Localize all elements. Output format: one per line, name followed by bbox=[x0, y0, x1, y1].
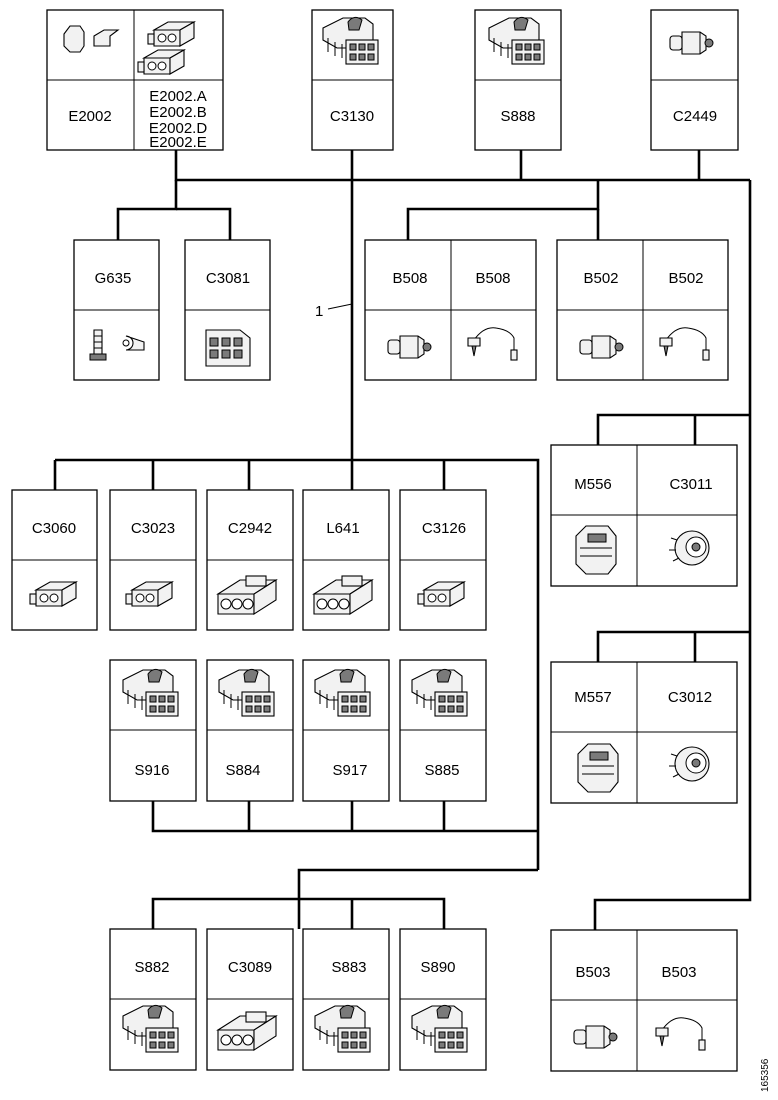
component-m557-c3012: M557 C3012 bbox=[550, 661, 738, 804]
component-label: C3060 bbox=[32, 520, 76, 537]
wire-callout: 1 bbox=[315, 303, 353, 320]
multi-pin-connector-icon bbox=[205, 329, 251, 367]
component-label: L641 bbox=[326, 520, 359, 537]
component-label: B502 bbox=[583, 270, 618, 287]
component-label: B503 bbox=[575, 964, 610, 981]
component-b503: B503 B503 bbox=[550, 929, 738, 1072]
component-g635: G635 bbox=[73, 239, 160, 381]
component-c3060: C3060 bbox=[11, 489, 98, 631]
component-label: S883 bbox=[331, 959, 366, 976]
component-c2942: C2942 bbox=[206, 489, 294, 631]
component-s888: S888 bbox=[474, 9, 562, 151]
wire-callout-label: 1 bbox=[315, 303, 323, 320]
component-label: G635 bbox=[95, 270, 132, 287]
component-c3089: C3089 bbox=[206, 928, 294, 1071]
component-c3081: C3081 bbox=[184, 239, 271, 381]
component-s917: S917 bbox=[302, 659, 390, 802]
component-s884: S884 bbox=[206, 659, 294, 802]
component-s883: S883 bbox=[302, 928, 390, 1071]
component-label: B503 bbox=[661, 964, 696, 981]
component-label: C3130 bbox=[330, 108, 374, 125]
component-label: C3012 bbox=[668, 689, 712, 706]
component-e2002: E2002 E2002.A E2002.B E2002.D E2002.E bbox=[46, 9, 224, 151]
component-c2449: C2449 bbox=[650, 9, 739, 151]
component-c3126: C3126 bbox=[399, 489, 487, 631]
component-label: B508 bbox=[392, 270, 427, 287]
component-l641: L641 bbox=[302, 489, 390, 631]
component-label: S884 bbox=[225, 762, 260, 779]
figure-reference: 165356 bbox=[760, 1058, 771, 1092]
wire-harness bbox=[53, 150, 752, 930]
sub-label: E2002.E bbox=[149, 134, 207, 151]
sub-label: E2002.D bbox=[149, 120, 208, 137]
sub-label: E2002.B bbox=[149, 104, 207, 121]
component-s882: S882 bbox=[109, 928, 197, 1071]
component-label: S888 bbox=[500, 108, 535, 125]
component-s885: S885 bbox=[399, 659, 487, 802]
component-c3023: C3023 bbox=[109, 489, 197, 631]
component-label: S882 bbox=[134, 959, 169, 976]
component-label: B502 bbox=[668, 270, 703, 287]
component-label: M556 bbox=[574, 476, 612, 493]
component-label: S916 bbox=[134, 762, 169, 779]
component-label: S917 bbox=[332, 762, 367, 779]
component-s890: S890 bbox=[399, 928, 487, 1071]
motor-connector-icon bbox=[575, 525, 617, 575]
component-label: C2942 bbox=[228, 520, 272, 537]
sub-label: E2002.A bbox=[149, 88, 207, 105]
component-label: S885 bbox=[424, 762, 459, 779]
component-b508: B508 B508 bbox=[364, 239, 537, 381]
component-label: C3089 bbox=[228, 959, 272, 976]
component-label: C3081 bbox=[206, 270, 250, 287]
component-c3130: C3130 bbox=[311, 9, 394, 151]
component-label: C3126 bbox=[422, 520, 466, 537]
component-label: C3011 bbox=[669, 476, 712, 493]
component-label: C2449 bbox=[673, 108, 717, 125]
component-label: S890 bbox=[420, 959, 455, 976]
component-m556-c3011: M556 C3011 bbox=[550, 444, 738, 587]
motor-connector-icon bbox=[577, 743, 619, 793]
component-b502: B502 B502 bbox=[556, 239, 729, 381]
component-label: M557 bbox=[574, 689, 612, 706]
component-label: C3023 bbox=[131, 520, 175, 537]
component-label: E2002 bbox=[68, 108, 111, 125]
component-s916: S916 bbox=[109, 659, 197, 802]
component-label: B508 bbox=[475, 270, 510, 287]
